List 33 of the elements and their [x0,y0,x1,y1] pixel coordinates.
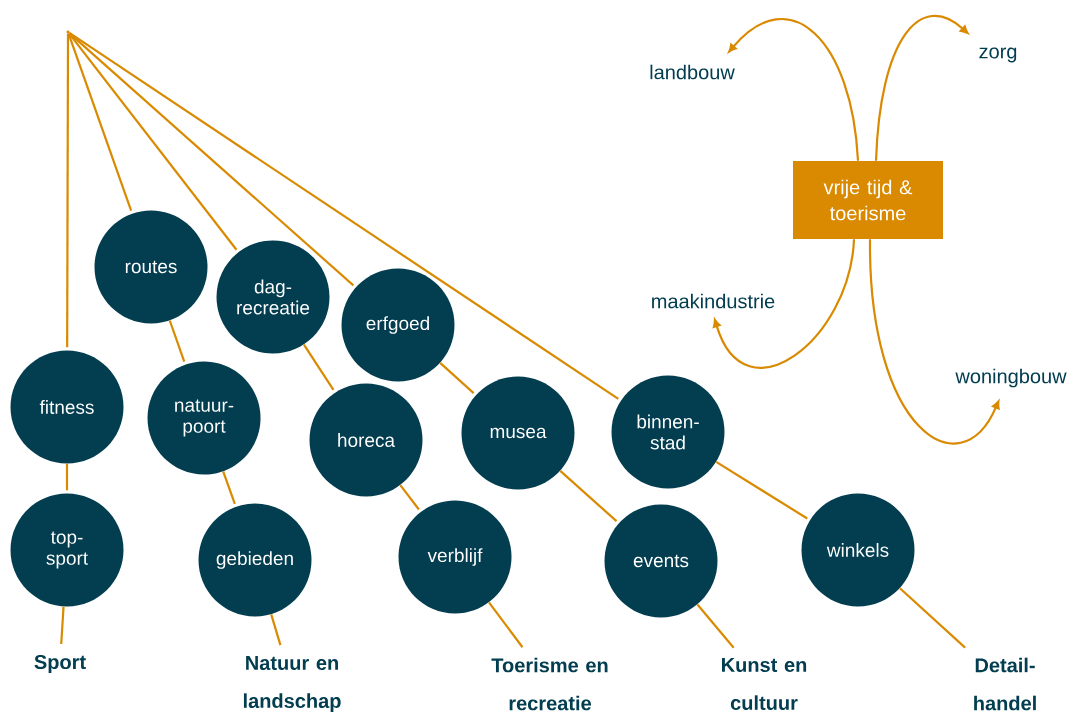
category-label: Sport [34,654,86,674]
sector-label: maakindustrie [652,293,775,309]
connector-line [399,484,420,511]
category-label: Kunst en cultuur [722,658,807,710]
sector-label: zorg [979,47,1017,63]
connector-line [67,33,133,212]
connector-line [168,320,186,363]
branch-point [66,30,70,34]
connector-line [66,33,70,348]
central-box: vrije tijd & toerisme [793,161,943,239]
curved-arrow [868,239,1000,444]
category-label: Detail- handel [974,657,1036,711]
connector-line [715,461,808,520]
connector-line [559,470,618,522]
connector-line [303,343,335,391]
connector-line [65,463,69,491]
connector-line [68,32,619,400]
connector-line [68,32,355,287]
connector-line [68,32,238,251]
connector-line [270,614,282,646]
connector-line [488,601,524,648]
connector-line [439,362,475,394]
sector-label: woningbouw [955,368,1067,388]
connector-line [696,603,735,649]
sector-label: landbouw [650,64,735,80]
curved-arrow [728,18,860,161]
connector-line [222,471,236,505]
connector-line [60,606,65,644]
curved-arrow [874,15,969,161]
curved-arrow [712,239,856,369]
category-label: Toerisme en recreatie [491,657,608,711]
connector-line [899,587,966,649]
category-label: Natuur en landschap [243,656,341,712]
